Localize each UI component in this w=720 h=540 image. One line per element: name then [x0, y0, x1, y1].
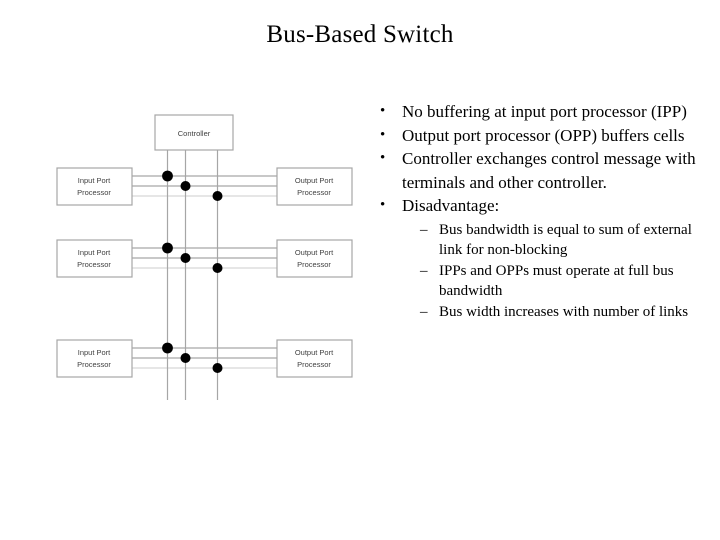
controller-box — [154, 114, 234, 151]
output-port-box — [276, 167, 353, 206]
output-port-label-line2: Processor — [297, 188, 331, 197]
bullet-marker: • — [380, 150, 386, 166]
switch-row-2: Input Port Processor Output Port Process… — [56, 239, 353, 278]
input-port-processor-3: Input Port Processor — [56, 339, 133, 378]
tap-dot — [162, 170, 173, 182]
input-port-label-line1: Input Port — [78, 248, 111, 257]
output-port-label-line1: Output Port — [295, 348, 334, 357]
switch-row-1: Input Port Processor Output Port Process… — [56, 167, 353, 206]
controller-label: Controller — [178, 129, 211, 138]
sub-bullet-text: Bus bandwidth is equal to sum of externa… — [439, 221, 692, 259]
input-port-processor-1: Input Port Processor — [56, 167, 133, 206]
bullet-marker: • — [380, 103, 386, 119]
tap-dot — [162, 242, 173, 254]
output-port-label-line2: Processor — [297, 260, 331, 269]
sub-bullet-item-2: – IPPs and OPPs must operate at full bus… — [372, 261, 704, 302]
output-port-processor-1: Output Port Processor — [276, 167, 353, 206]
input-port-label-line2: Processor — [77, 188, 111, 197]
bullet-item-2: • Output port processor (OPP) buffers ce… — [372, 124, 704, 148]
sub-bullet-item-3: – Bus width increases with number of lin… — [372, 302, 704, 323]
bullet-item-3: • Controller exchanges control message w… — [372, 147, 704, 194]
output-port-processor-3: Output Port Processor — [276, 339, 353, 378]
tap-dot — [212, 363, 223, 373]
page-title: Bus-Based Switch — [266, 21, 454, 48]
bullet-item-4: • Disadvantage: — [372, 194, 704, 218]
input-port-label-line2: Processor — [77, 260, 111, 269]
sub-bullet-text: IPPs and OPPs must operate at full bus b… — [439, 262, 674, 300]
output-port-box — [276, 239, 353, 278]
bullet-marker: • — [380, 197, 386, 213]
tap-dots-row-1 — [162, 170, 223, 201]
tap-dot — [180, 353, 191, 363]
tap-dot — [162, 342, 173, 354]
output-port-label-line1: Output Port — [295, 248, 334, 257]
bus-based-switch-diagram: Controller Input Port Processor Output P… — [40, 100, 370, 420]
input-port-label-line1: Input Port — [78, 348, 111, 357]
sub-bullet-text: Bus width increases with number of links — [439, 303, 689, 320]
sub-bullet-list: – Bus bandwidth is equal to sum of exter… — [372, 220, 704, 323]
input-port-processor-2: Input Port Processor — [56, 239, 133, 278]
tap-dot — [212, 191, 223, 201]
sub-bullet-marker: – — [420, 303, 428, 320]
sub-bullet-item-1: – Bus bandwidth is equal to sum of exter… — [372, 220, 704, 261]
tap-dots-row-2 — [162, 242, 223, 273]
sub-bullet-marker: – — [420, 262, 428, 279]
horizontal-bus-lines-row-3 — [132, 347, 277, 369]
bullet-list: • No buffering at input port processor (… — [372, 100, 704, 322]
controller-node: Controller — [154, 114, 234, 151]
horizontal-bus-lines-row-1 — [132, 175, 277, 197]
tap-dot — [212, 263, 223, 273]
input-port-box — [56, 167, 133, 206]
input-port-box — [56, 339, 133, 378]
output-port-processor-2: Output Port Processor — [276, 239, 353, 278]
sub-bullet-marker: – — [420, 221, 428, 238]
input-port-label-line1: Input Port — [78, 176, 111, 185]
input-port-label-line2: Processor — [77, 360, 111, 369]
tap-dots-row-3 — [162, 342, 223, 373]
bullet-text: Output port processor (OPP) buffers cell… — [402, 125, 685, 145]
bullet-text: Disadvantage: — [402, 196, 500, 215]
vertical-bus-lines — [166, 150, 219, 400]
output-port-label-line2: Processor — [297, 360, 331, 369]
input-port-box — [56, 239, 133, 278]
tap-dot — [180, 181, 191, 191]
bullet-text: Controller exchanges control message wit… — [402, 149, 696, 192]
switch-row-3: Input Port Processor Output Port Process… — [56, 339, 353, 378]
output-port-label-line1: Output Port — [295, 176, 334, 185]
bullet-item-1: • No buffering at input port processor (… — [372, 100, 704, 124]
horizontal-bus-lines-row-2 — [132, 247, 277, 269]
bullet-marker: • — [380, 126, 386, 143]
bullet-text: No buffering at input port processor (IP… — [402, 102, 687, 121]
tap-dot — [180, 253, 191, 263]
output-port-box — [276, 339, 353, 378]
